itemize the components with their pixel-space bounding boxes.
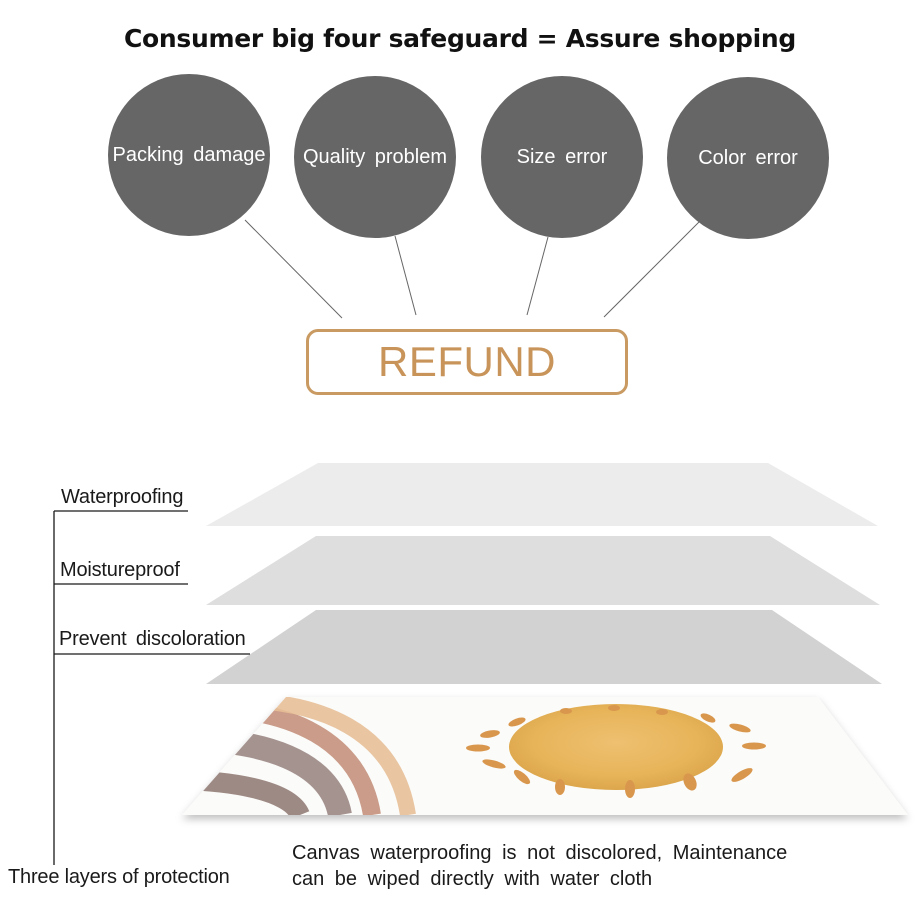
description-text: Canvas waterproofing is not discolored, … (292, 840, 787, 892)
safeguard-circle-size-error: Size error (481, 76, 643, 238)
safeguard-label: Packing damage (112, 143, 266, 166)
sun-shape (509, 704, 723, 790)
safeguard-circle-color-error: Color error (667, 77, 829, 239)
description-line-1: Canvas waterproofing is not discolored, … (292, 842, 788, 864)
page-title: Consumer big four safeguard = Assure sho… (123, 24, 796, 53)
waterproofing-layer (206, 463, 878, 526)
description-line-2: can be wiped directly with water cloth (292, 868, 653, 890)
protection-summary-label: Three layers of protection (8, 866, 230, 888)
discoloration-layer (206, 610, 882, 684)
safeguard-label: Color error (698, 146, 798, 169)
layer-label-prevent-discoloration: Prevent discoloration (59, 628, 246, 650)
layer-label-moistureproof: Moistureproof (60, 559, 180, 581)
refund-box: REFUND (306, 329, 628, 395)
layer-bracket (53, 510, 250, 865)
safeguard-label: Size error (516, 145, 608, 168)
layer-label-waterproofing: Waterproofing (61, 486, 184, 508)
safeguard-circle-quality-problem: Quality problem (294, 76, 456, 238)
refund-label: REFUND (378, 338, 556, 385)
moistureproof-layer (206, 536, 880, 605)
safeguard-label: Quality problem (302, 145, 448, 168)
safeguard-circle-packing-damage: Packing damage (108, 74, 270, 236)
